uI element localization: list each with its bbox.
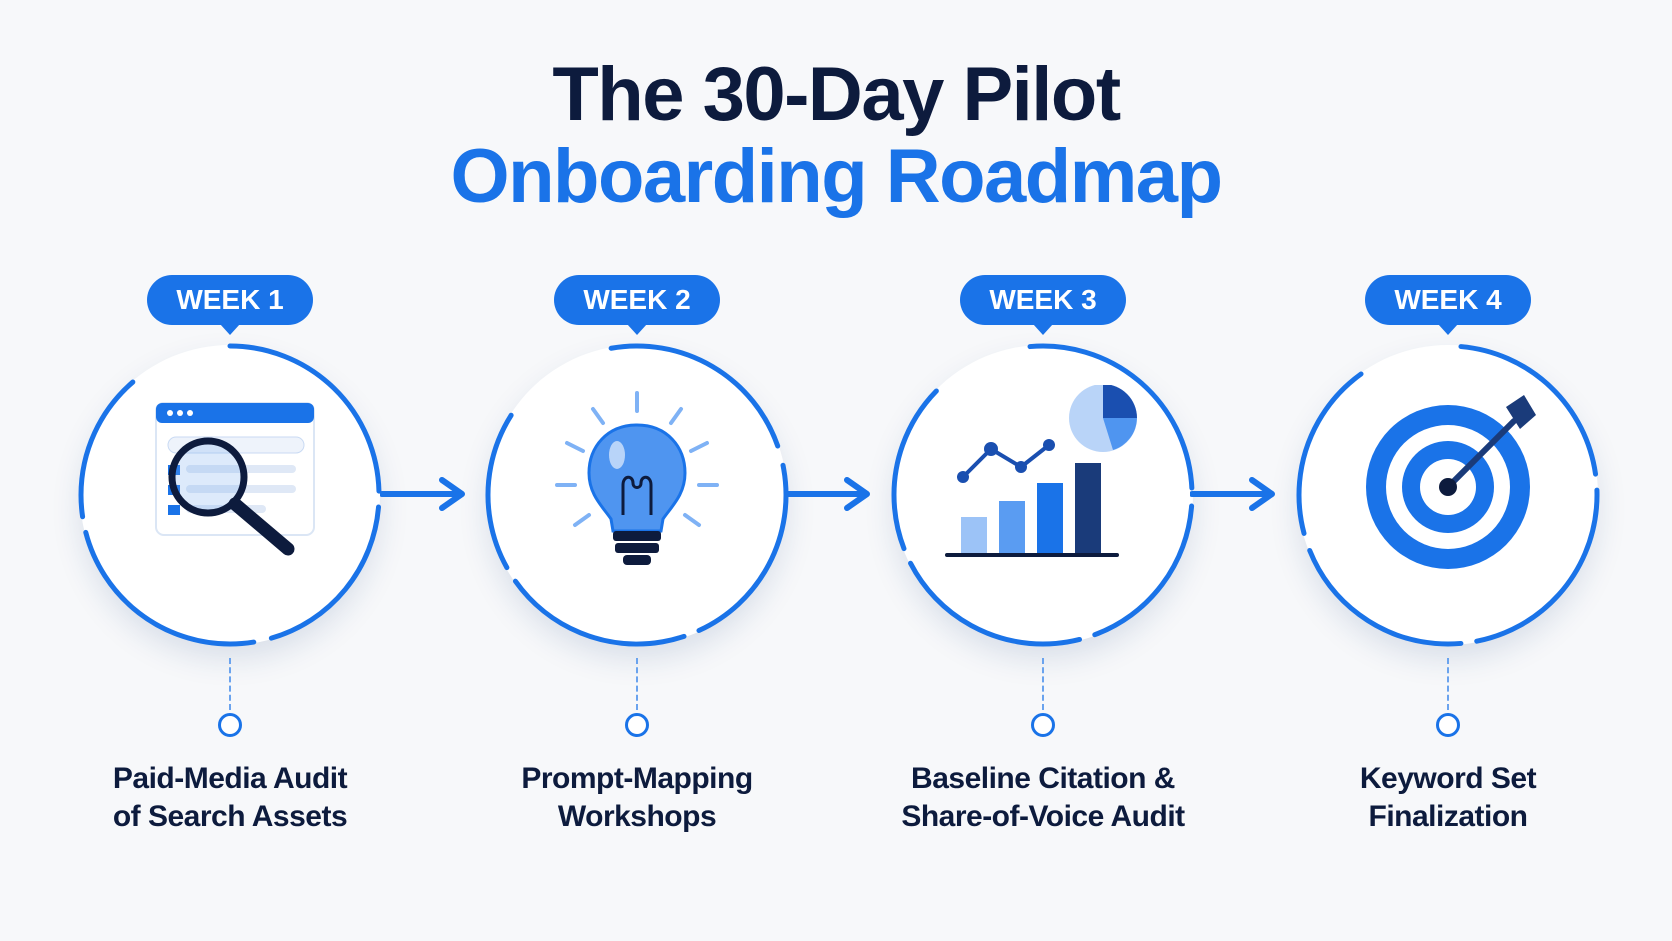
progress-ring [1296, 343, 1600, 647]
chart-analytics-icon [945, 385, 1137, 557]
progress-ring [78, 343, 382, 647]
step-week-4: WEEK 4 Keyword Set Finalization [1268, 0, 1628, 941]
lightbulb-icon [555, 391, 719, 565]
step-label: Keyword Set Finalization [1359, 762, 1537, 833]
connector-line [636, 658, 638, 710]
step-label: Baseline Citation & Share-of-Voice Audit [901, 762, 1185, 833]
step-label: Paid-Media Audit of Search Assets [112, 762, 348, 833]
timeline-node [218, 713, 242, 737]
page-title: The 30-Day Pilot [552, 52, 1121, 137]
connector-line [1042, 658, 1044, 710]
step-week-2: WEEK 2 Prompt-Mapping Workshops [457, 0, 817, 941]
step-week-3: WEEK 3 Baseline Citation & Share-of-Voic… [863, 0, 1223, 941]
week-badge: WEEK 2 [554, 275, 720, 325]
timeline-node [625, 713, 649, 737]
arrow-right-icon [380, 477, 465, 511]
progress-ring [891, 343, 1195, 647]
week-badge: WEEK 3 [960, 275, 1126, 325]
timeline-node [1031, 713, 1055, 737]
arrow-right-icon [1190, 477, 1275, 511]
arrow-right-icon [785, 477, 870, 511]
progress-ring [485, 343, 789, 647]
connector-line [1447, 658, 1449, 710]
step-week-1: WEEK 1 Paid-Media Audit of Search Assets [50, 0, 410, 941]
page-subtitle: Onboarding Roadmap [450, 134, 1224, 219]
magnifier-browser-icon [155, 402, 315, 556]
target-icon [1366, 395, 1536, 569]
connector-line [229, 658, 231, 710]
week-badge: WEEK 1 [147, 275, 313, 325]
step-label: Prompt-Mapping Workshops [521, 762, 753, 833]
timeline-node [1436, 713, 1460, 737]
week-badge: WEEK 4 [1365, 275, 1531, 325]
